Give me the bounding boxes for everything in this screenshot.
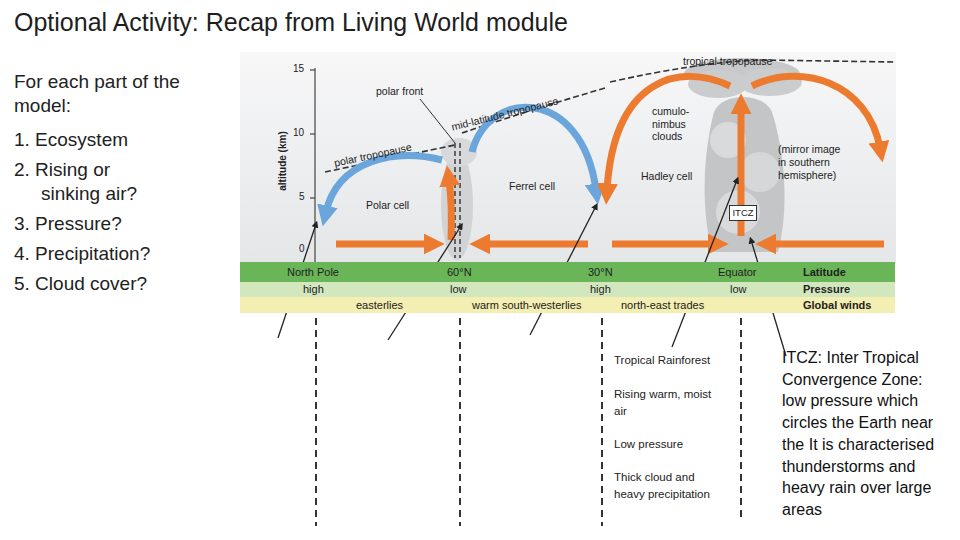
ferrel-surface-arrow bbox=[484, 241, 588, 248]
band-text: high bbox=[303, 282, 324, 297]
tropopause-label: tropical tropopause bbox=[683, 55, 772, 68]
hadley-surface-arrow bbox=[612, 241, 714, 248]
cell-label: Polar cell bbox=[366, 199, 409, 212]
precipitation-note: Thick cloud and heavy precipitation bbox=[614, 469, 726, 503]
band-text: Equator bbox=[718, 262, 757, 282]
polar-rising-arrow bbox=[449, 180, 451, 240]
polar-front-lines bbox=[455, 143, 460, 258]
band-text: 30°N bbox=[588, 262, 613, 282]
band-text: low bbox=[450, 282, 467, 297]
band-text: 60°N bbox=[447, 262, 472, 282]
cloud-label: cumulo- nimbus clouds bbox=[652, 105, 702, 143]
axis-tick-mark bbox=[310, 133, 315, 134]
question-item: 2. Rising or sinking air? bbox=[14, 158, 161, 206]
axis-tick: 5 bbox=[299, 191, 305, 203]
band-text: North Pole bbox=[287, 262, 339, 282]
front-line bbox=[459, 143, 460, 258]
front-leader-line bbox=[420, 99, 455, 143]
cloud-blob bbox=[740, 152, 780, 192]
polar-surface-arrow bbox=[336, 241, 430, 248]
row-heading: Latitude bbox=[803, 262, 846, 282]
band-text: easterlies bbox=[356, 297, 403, 313]
mirror-upper-arrow bbox=[752, 76, 880, 148]
latitude-guide-lines bbox=[316, 318, 741, 526]
guide-line bbox=[601, 318, 603, 526]
guide-line bbox=[459, 318, 461, 526]
cloud-tower bbox=[705, 97, 785, 252]
cell-label: Hadley cell bbox=[641, 170, 692, 183]
row-heading: Pressure bbox=[803, 282, 850, 297]
pressure-band: high low high low Pressure bbox=[240, 282, 895, 297]
tropopause-label: polar tropopause bbox=[333, 141, 413, 170]
cloud-blob bbox=[441, 150, 473, 260]
front-line bbox=[454, 143, 455, 258]
guide-line bbox=[740, 318, 742, 520]
axis-title: altitude (km) bbox=[277, 126, 289, 196]
polar-front-cloud bbox=[441, 138, 477, 260]
pressure-note: Low pressure bbox=[614, 436, 726, 453]
question-intro: For each part of the model: bbox=[14, 70, 189, 118]
mirror-surface-arrow bbox=[770, 241, 884, 248]
band-text: low bbox=[730, 282, 747, 297]
axis-line bbox=[314, 68, 315, 262]
slide-title: Optional Activity: Recap from Living Wor… bbox=[14, 8, 568, 37]
axis-tick: 0 bbox=[299, 243, 305, 255]
global-winds-band: easterlies warm south-westerlies north-eas… bbox=[240, 297, 895, 313]
ecosystem-note: Tropical Rainforest bbox=[614, 352, 732, 369]
tropopause-label: mid-latitude tropopause bbox=[450, 94, 560, 133]
row-heading: Global winds bbox=[803, 297, 871, 313]
axis-tick: 10 bbox=[293, 127, 304, 139]
axis-tick-mark bbox=[310, 69, 315, 70]
cell-label: Ferrel cell bbox=[509, 180, 555, 193]
front-label: polar front bbox=[376, 85, 423, 98]
axis-tick-mark bbox=[310, 197, 315, 198]
question-item: 3. Pressure? bbox=[14, 212, 122, 236]
air-note: Rising warm, moist air bbox=[614, 386, 726, 420]
question-item: 1. Ecosystem bbox=[14, 128, 128, 152]
hadley-upper-arrow bbox=[607, 76, 730, 190]
band-text: warm south-westerlies bbox=[472, 297, 581, 313]
circulation-arrows bbox=[326, 76, 884, 244]
question-item: 4. Precipitation? bbox=[14, 242, 150, 266]
band-text: high bbox=[590, 282, 611, 297]
itcz-box: ITCZ bbox=[729, 205, 757, 221]
guide-line bbox=[315, 318, 317, 526]
itcz-note: ITCZ: Inter Tropical Convergence Zone: l… bbox=[782, 347, 946, 521]
latitude-band: North Pole 60°N 30°N Equator Latitude bbox=[240, 262, 895, 282]
illustration-background bbox=[240, 52, 896, 264]
band-text: ITCZ bbox=[730, 206, 756, 220]
question-item: 5. Cloud cover? bbox=[14, 272, 147, 296]
mirror-note: (mirror image in southern hemisphere) bbox=[778, 143, 846, 182]
band-text: north-east trades bbox=[621, 297, 704, 313]
axis-tick: 15 bbox=[293, 63, 304, 75]
